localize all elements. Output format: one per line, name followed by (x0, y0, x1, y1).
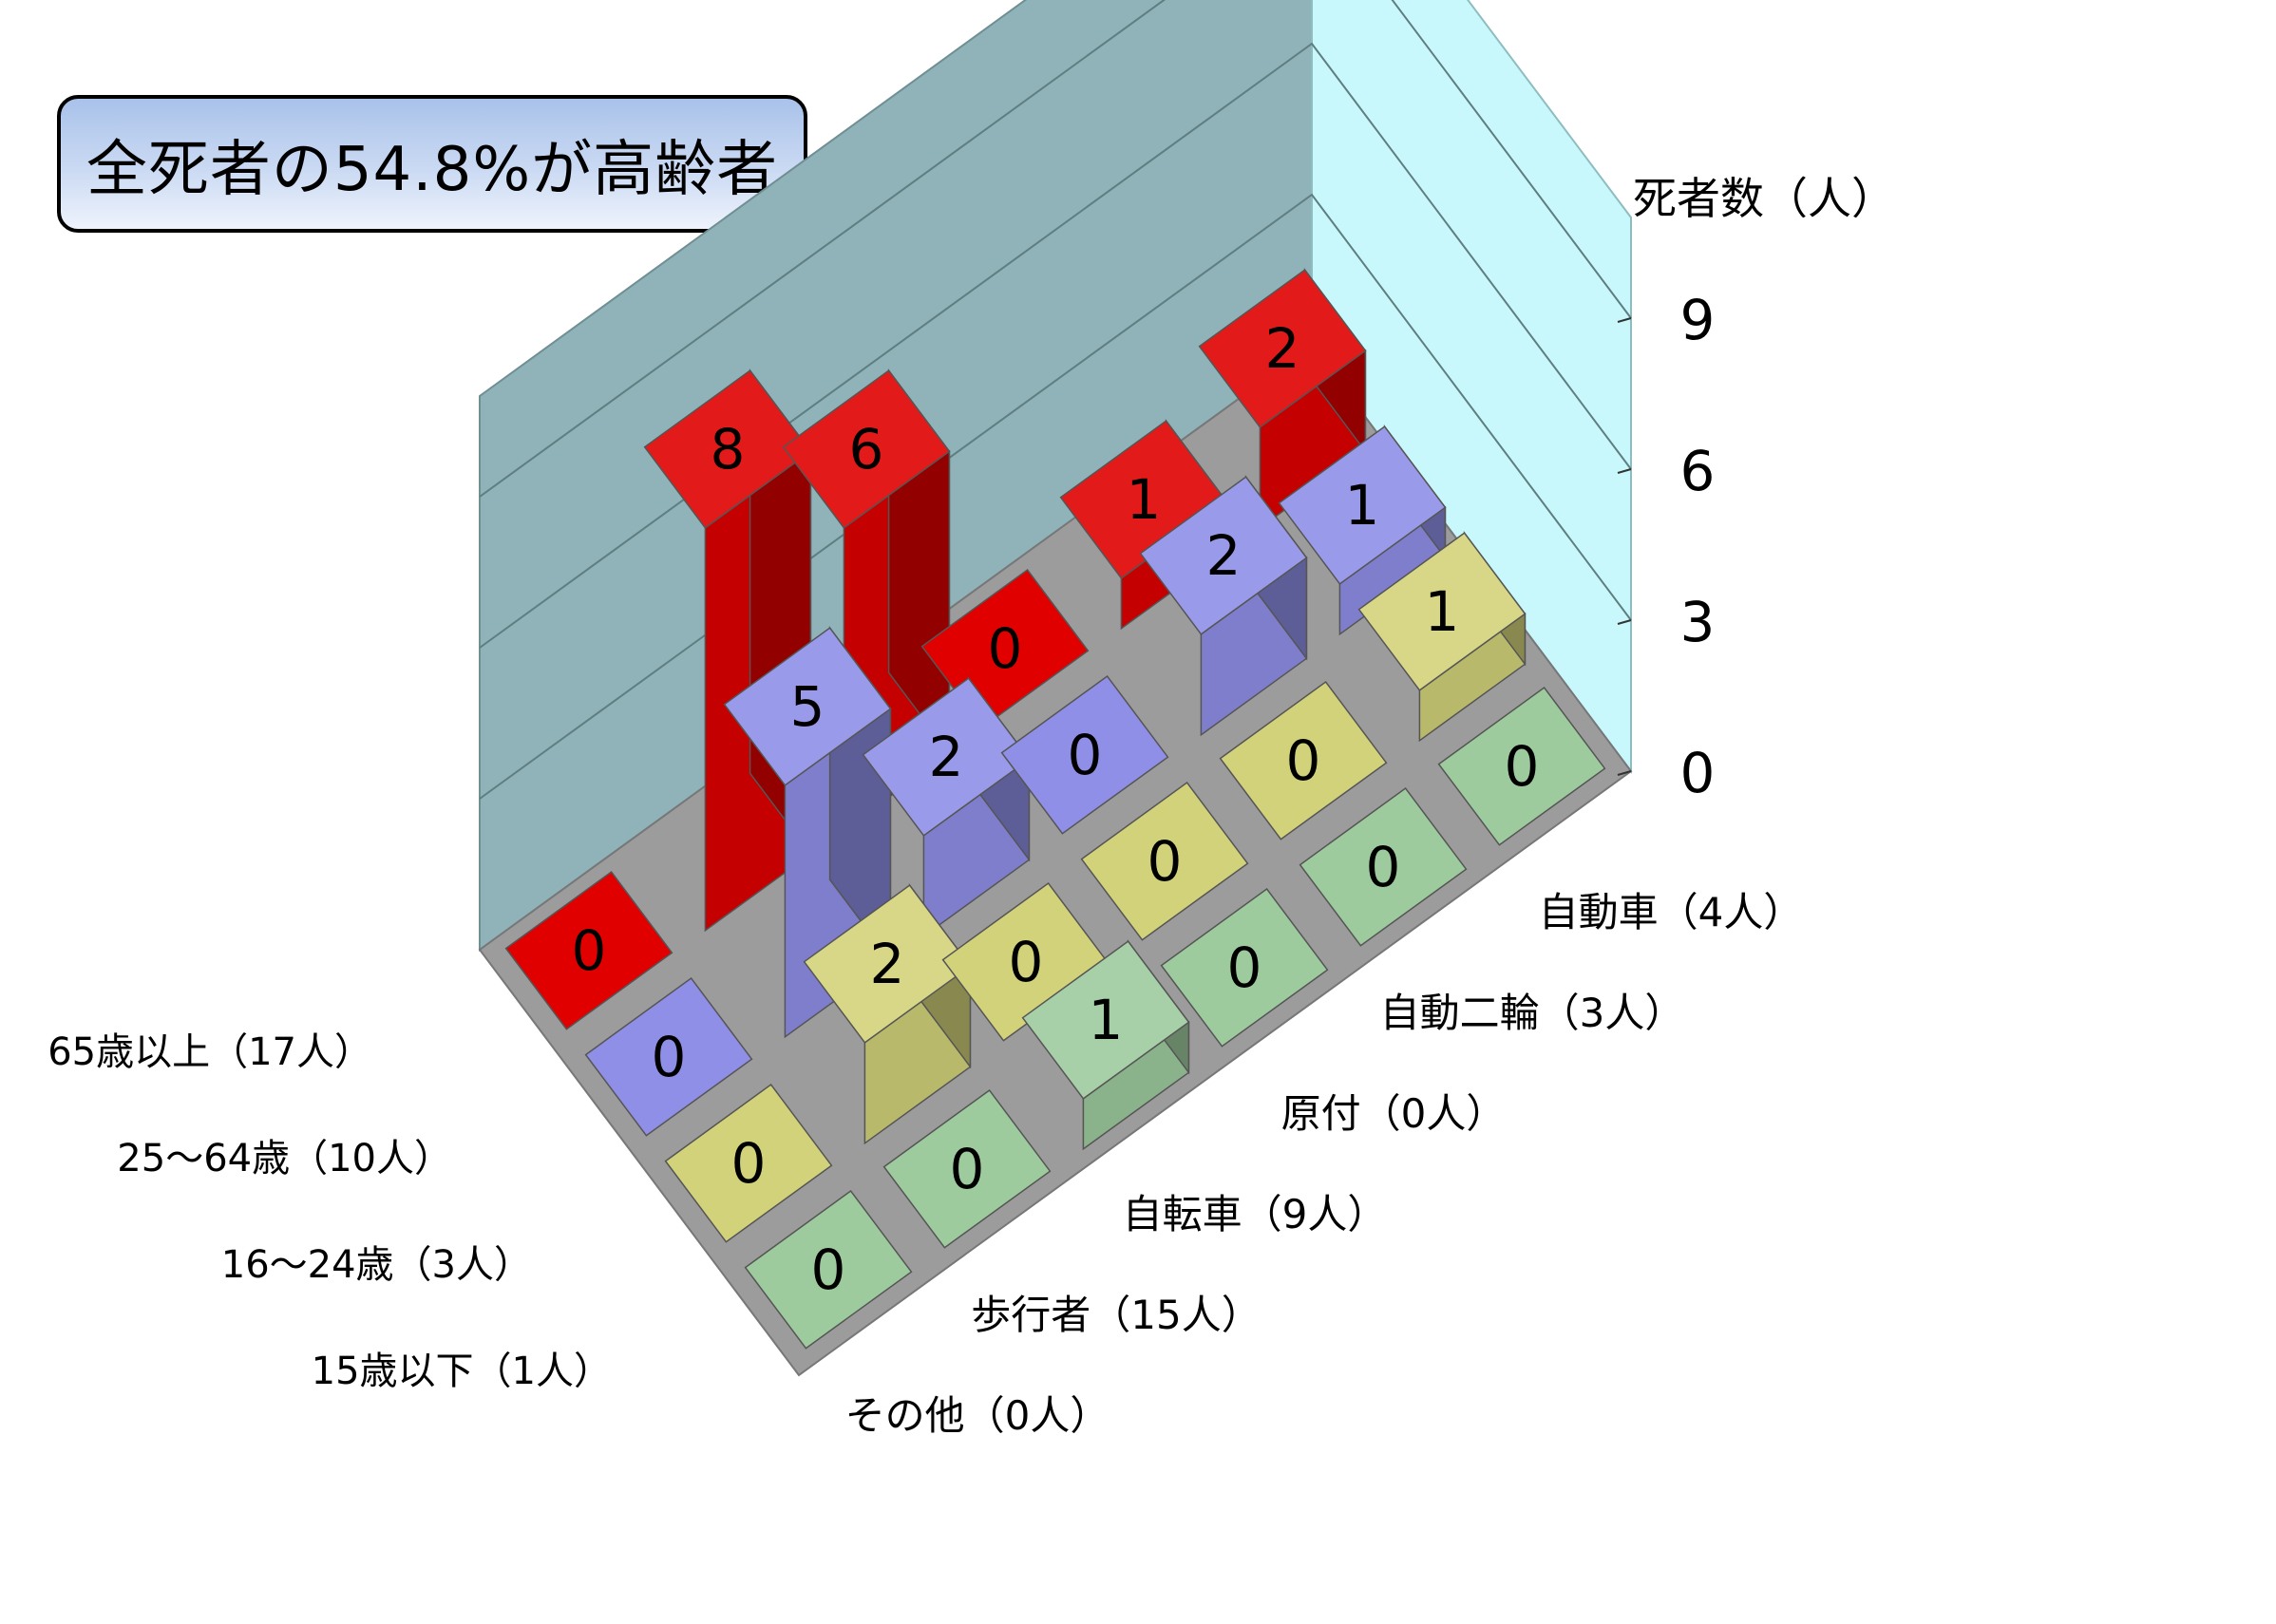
bar-side-face (1244, 474, 1308, 661)
bar-top (664, 1083, 833, 1243)
bar-top (1000, 674, 1169, 835)
bar-top (584, 976, 753, 1137)
z-axis-tick (1617, 770, 1632, 776)
bar-front-face (1418, 612, 1527, 743)
bar-top (941, 881, 1110, 1042)
column-category-label: 自動車（4人） (1539, 889, 1804, 935)
column-category-label: 自動二輪（3人） (1380, 990, 1685, 1036)
bar-front-face (1259, 349, 1367, 530)
bar-value-label: 2 (929, 725, 964, 789)
z-tick-label: 6 (1680, 439, 1716, 503)
bar-top (1059, 420, 1228, 579)
z-axis-tick (1617, 317, 1632, 323)
z-tick-label: 9 (1680, 288, 1716, 352)
z-axis-label: 死者数（人） (1633, 173, 1895, 224)
bar-top (1160, 887, 1329, 1048)
bar-side-face (828, 625, 892, 963)
z-axis-tick (1617, 468, 1632, 474)
bar-front-face (863, 964, 972, 1145)
bar-top (1299, 786, 1468, 947)
bar-top (1080, 781, 1249, 941)
bar-side-face (1303, 267, 1367, 454)
row-category-label: 25～64歳（10人） (117, 1137, 452, 1180)
bar-top (723, 627, 892, 786)
bar-value-label: 0 (731, 1131, 767, 1196)
callout-box: 全死者の54.8%が高齢者 (57, 95, 807, 233)
bar-side-face (1383, 424, 1447, 560)
row-category-label: 16～24歳（3人） (221, 1243, 532, 1287)
bar-value-label: 1 (1089, 988, 1124, 1052)
bar-top (1219, 680, 1388, 840)
bar-value-label: 2 (870, 932, 905, 996)
z-axis-tick (1617, 619, 1632, 625)
z-tick-label: 0 (1680, 741, 1716, 805)
bar-front-face (843, 449, 951, 832)
bar-value-label: 2 (1206, 523, 1242, 588)
bar-top (882, 1088, 1052, 1249)
bar-value-label: 0 (950, 1137, 985, 1201)
bar-value-label: 0 (1366, 835, 1401, 899)
bar-value-label: 0 (811, 1237, 846, 1302)
bar-value-label: 0 (1009, 930, 1044, 994)
row-category-label: 15歳以下（1人） (312, 1350, 612, 1393)
bar-top (782, 369, 951, 529)
bar-value-label: 0 (1227, 935, 1262, 1000)
bar-side-face (1463, 530, 1527, 667)
bar-value-label: 0 (1147, 829, 1183, 894)
bar-top (1278, 425, 1447, 585)
bar-value-label: 1 (1345, 473, 1380, 538)
bar-top (643, 369, 812, 529)
bar-value-label: 0 (572, 918, 607, 983)
bar-front-face (1200, 556, 1308, 737)
bar-value-label: 0 (1286, 728, 1321, 793)
bar-value-label: 8 (711, 417, 746, 482)
bar-side-face (1165, 418, 1228, 555)
bar-value-label: 5 (790, 674, 825, 739)
bar-value-label: 0 (1068, 723, 1103, 787)
column-category-label: その他（0人） (845, 1392, 1110, 1439)
bar-value-label: 1 (1127, 467, 1162, 532)
bar-front-face (784, 707, 892, 1039)
bar-top (1437, 686, 1606, 846)
bar-top (744, 1189, 913, 1350)
bar-top (920, 568, 1090, 728)
bar-front-face (1120, 500, 1228, 631)
z-tick-label: 3 (1680, 590, 1716, 654)
bar-top (862, 677, 1031, 837)
bar-value-label: 0 (988, 616, 1023, 681)
bar-front-face (1082, 1020, 1190, 1151)
bar-front-face (922, 757, 1031, 938)
bar-top (1139, 476, 1308, 635)
bar-value-label: 6 (849, 417, 884, 482)
callout-text: 全死者の54.8%が高齢者 (85, 134, 779, 205)
bar-top (803, 884, 972, 1044)
bar-side-face (749, 368, 812, 857)
bar-side-face (1127, 938, 1190, 1075)
gridline (479, 193, 1632, 800)
bar-top (1021, 940, 1190, 1100)
bar-front-face (704, 449, 812, 933)
bar-front-face (1338, 505, 1447, 636)
side-wall (1311, 0, 1632, 774)
column-category-label: 歩行者（15人） (971, 1292, 1261, 1338)
bar-top (1198, 269, 1367, 428)
bar-value-label: 2 (1265, 316, 1300, 381)
bar-top (1357, 532, 1527, 691)
chart-floor (478, 344, 1633, 1377)
gridline (479, 0, 1632, 498)
bar-value-label: 0 (1505, 734, 1540, 799)
bar-side-face (887, 368, 951, 756)
column-category-label: 原付（0人） (1281, 1090, 1507, 1137)
bar-side-face (908, 882, 972, 1069)
column-category-label: 自転車（9人） (1123, 1191, 1388, 1237)
bar-side-face (967, 675, 1031, 862)
bar-value-label: 0 (652, 1025, 687, 1089)
bar-top (504, 870, 673, 1030)
row-category-label: 65歳以上（17人） (47, 1030, 372, 1074)
bar-value-label: 1 (1425, 579, 1460, 644)
